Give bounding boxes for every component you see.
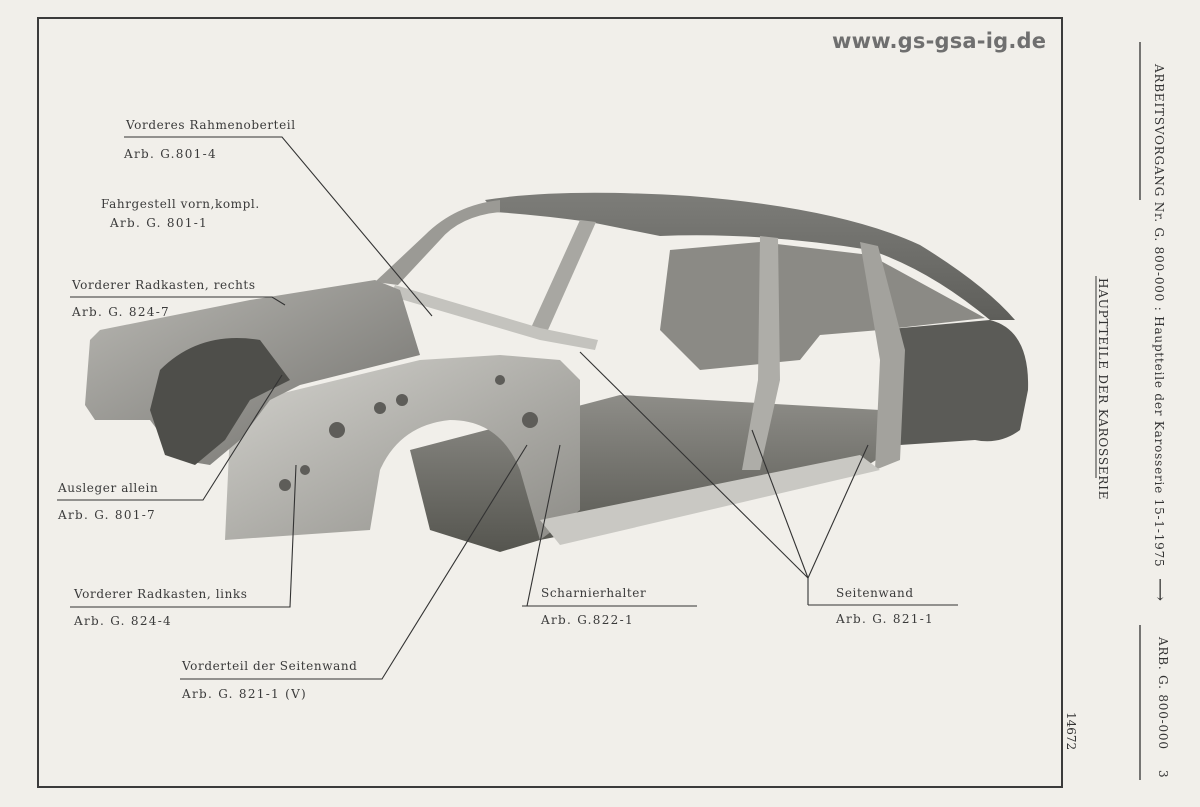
label-fahrgestell: Fahrgestell vorn,kompl. — [101, 197, 260, 211]
label-ausleger: Ausleger allein — [58, 481, 159, 495]
windshield-lower-rail — [390, 285, 598, 350]
leader-line-radkasten-links — [70, 464, 297, 608]
leader-line-seitenwand-a — [579, 351, 809, 579]
ref-radkasten-links: Arb. G. 824-4 — [74, 614, 172, 628]
page-frame — [37, 17, 1063, 788]
section-title: HAUPTTEILE DER KAROSSERIE — [1096, 278, 1110, 501]
rear-body — [880, 320, 1029, 445]
leader-line-scharnierhalter-tip — [526, 444, 561, 607]
rear-interior — [660, 242, 985, 370]
side-header-text: ARBEITSVORGANG Nr. G. 800-000 : Haupttei… — [1152, 64, 1166, 568]
ref-ausleger: Arb. G. 801-7 — [58, 508, 156, 522]
ref-scharnierhalter: Arb. G.822-1 — [541, 613, 634, 627]
roof-panel — [485, 192, 1015, 320]
label-radkasten-links: Vorderer Radkasten, links — [74, 587, 248, 601]
front-fender — [225, 355, 580, 540]
label-vorderteil-seitenwand: Vorderteil der Seitenwand — [182, 659, 358, 673]
c-pillar — [860, 242, 905, 470]
side-header: ARBEITSVORGANG Nr. G. 800-000 : Haupttei… — [1151, 64, 1170, 602]
ref-fahrgestell: Arb. G. 801-1 — [110, 216, 208, 230]
figure-number: 14672 — [1064, 712, 1078, 751]
leader-line-radkasten-rechts — [70, 296, 286, 306]
a-pillar — [530, 220, 596, 330]
ref-seitenwand: Arb. G. 821-1 — [836, 612, 934, 626]
leader-line-vorderteil — [180, 444, 528, 680]
windshield-frame — [375, 200, 500, 285]
ref-vorderteil-seitenwand: Arb. G. 821-1 (V) — [182, 687, 308, 701]
leader-line-ausleger — [57, 374, 283, 501]
b-pillar — [742, 236, 780, 470]
leader-line-rahmenoberteil — [124, 136, 433, 317]
leader-line-seitenwand-c — [807, 444, 869, 579]
side-sill — [540, 455, 880, 545]
page-number: 3 — [1156, 770, 1170, 779]
label-seitenwand: Seitenwand — [836, 586, 914, 600]
label-scharnierhalter: Scharnierhalter — [541, 586, 647, 600]
ref-radkasten-rechts: Arb. G. 824-7 — [72, 305, 170, 319]
ref-vorderes-rahmenoberteil: Arb. G.801-4 — [124, 147, 217, 161]
right-wheel-arch — [150, 338, 290, 465]
label-radkasten-rechts: Vorderer Radkasten, rechts — [72, 278, 256, 292]
side-header-arrow: ⟶ — [1151, 578, 1170, 602]
leader-line-seitenwand-b — [751, 429, 809, 579]
label-vorderes-rahmenoberteil: Vorderes Rahmenoberteil — [126, 118, 296, 132]
watermark: www.gs-gsa-ig.de — [832, 29, 1047, 53]
side-ref: ARB. G. 800-000 — [1156, 637, 1170, 750]
